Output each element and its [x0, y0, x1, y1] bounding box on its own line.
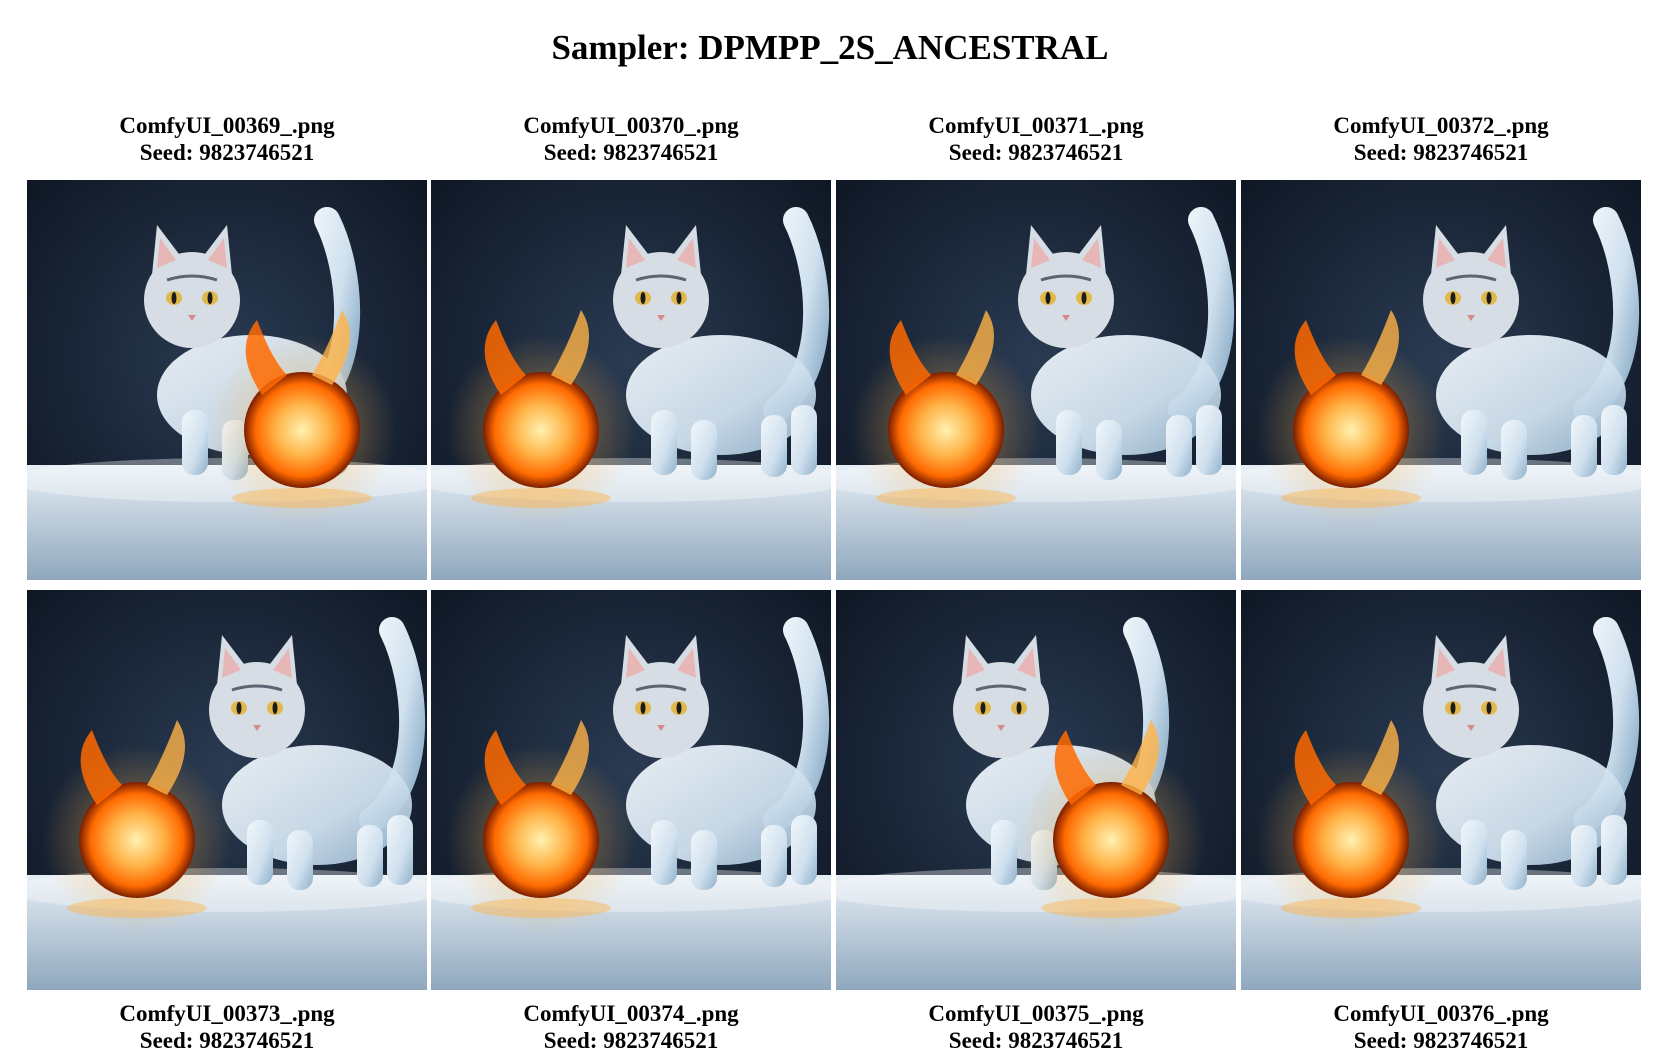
- image-filename: ComfyUI_00375_.png: [928, 1001, 1144, 1026]
- image-caption: ComfyUI_00373_.png Seed: 9823746521: [27, 1000, 427, 1054]
- image-caption: ComfyUI_00371_.png Seed: 9823746521: [836, 112, 1236, 166]
- image-caption: ComfyUI_00375_.png Seed: 9823746521: [836, 1000, 1236, 1054]
- image-seed: Seed: 9823746521: [139, 140, 315, 165]
- image-caption: ComfyUI_00372_.png Seed: 9823746521: [1241, 112, 1641, 166]
- image-filename: ComfyUI_00372_.png: [1333, 113, 1549, 138]
- image-filename: ComfyUI_00369_.png: [119, 113, 335, 138]
- page-title: Sampler: DPMPP_2S_ANCESTRAL: [551, 28, 1109, 67]
- image-filename: ComfyUI_00373_.png: [119, 1001, 335, 1026]
- generated-image: [27, 180, 427, 580]
- generated-image: [431, 180, 831, 580]
- image-caption: ComfyUI_00376_.png Seed: 9823746521: [1241, 1000, 1641, 1054]
- generated-image: [27, 590, 427, 990]
- image-caption: ComfyUI_00374_.png Seed: 9823746521: [431, 1000, 831, 1054]
- generated-image: [1241, 180, 1641, 580]
- generated-image: [836, 180, 1236, 580]
- image-filename: ComfyUI_00376_.png: [1333, 1001, 1549, 1026]
- generated-image: [1241, 590, 1641, 990]
- generated-image: [431, 590, 831, 990]
- generated-image: [836, 590, 1236, 990]
- image-filename: ComfyUI_00374_.png: [523, 1001, 739, 1026]
- image-seed: Seed: 9823746521: [139, 1028, 315, 1053]
- image-caption: ComfyUI_00369_.png Seed: 9823746521: [27, 112, 427, 166]
- image-seed: Seed: 9823746521: [948, 1028, 1124, 1053]
- image-seed: Seed: 9823746521: [1353, 140, 1529, 165]
- image-seed: Seed: 9823746521: [1353, 1028, 1529, 1053]
- image-seed: Seed: 9823746521: [543, 140, 719, 165]
- image-seed: Seed: 9823746521: [543, 1028, 719, 1053]
- image-filename: ComfyUI_00370_.png: [523, 113, 739, 138]
- image-filename: ComfyUI_00371_.png: [928, 113, 1144, 138]
- image-caption: ComfyUI_00370_.png Seed: 9823746521: [431, 112, 831, 166]
- image-seed: Seed: 9823746521: [948, 140, 1124, 165]
